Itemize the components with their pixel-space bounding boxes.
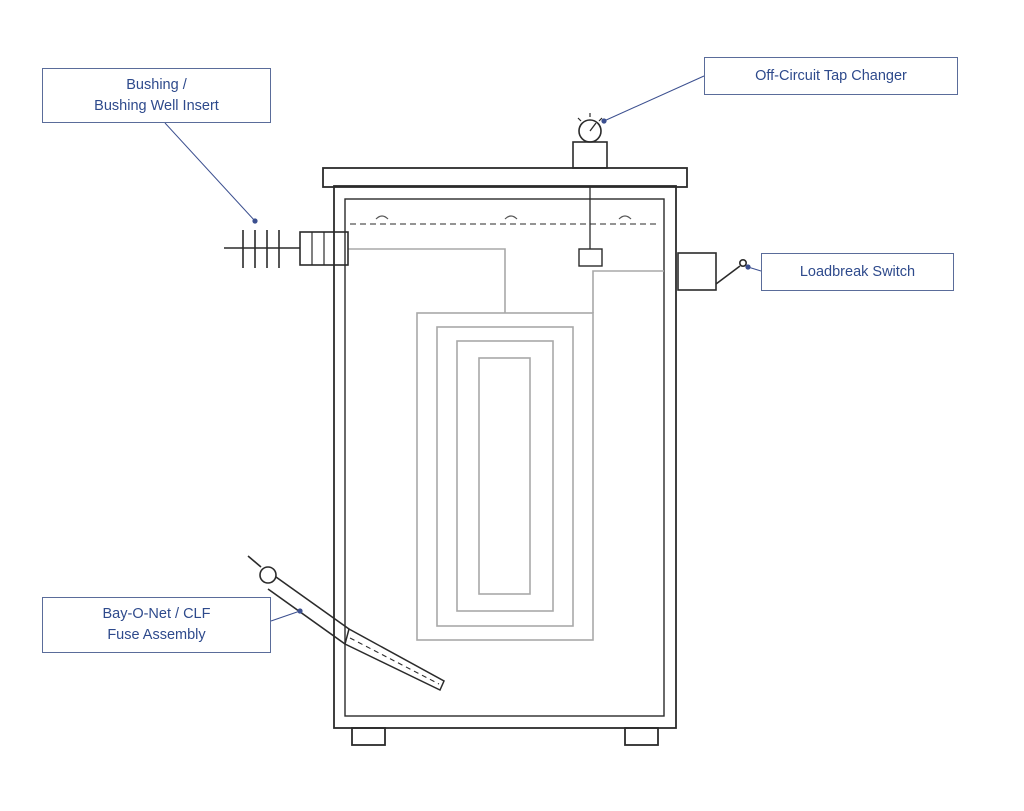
tap-changer-housing bbox=[572, 141, 608, 169]
tank-cover bbox=[322, 167, 688, 188]
core-coil-assembly bbox=[348, 248, 664, 641]
callout-fuse-line1: Bay-O-Net / CLF bbox=[102, 606, 211, 622]
callout-loadbreak-line1: Loadbreak Switch bbox=[799, 263, 916, 280]
loadbreak-switch-handle bbox=[715, 265, 741, 285]
fuse-holder-upper bbox=[275, 576, 350, 630]
secondary-lead bbox=[592, 270, 664, 313]
coil-middle bbox=[436, 326, 574, 627]
leader-bushing bbox=[164, 122, 256, 222]
callout-fuse: Bay-O-Net / CLF Fuse Assembly bbox=[42, 597, 271, 653]
callout-bushing: Bushing / Bushing Well Insert bbox=[42, 68, 271, 123]
fuse-holder-lower bbox=[267, 588, 346, 645]
loadbreak-switch bbox=[677, 252, 747, 291]
oil-ripple-2 bbox=[504, 215, 518, 220]
fuse-cartridge-center bbox=[349, 637, 440, 685]
callout-fuse-line2: Fuse Assembly bbox=[107, 627, 206, 643]
coil-outer bbox=[416, 312, 594, 641]
fuse-assembly bbox=[247, 555, 445, 692]
callout-bushing-line1: Bushing / bbox=[126, 76, 187, 93]
fuse-cartridge bbox=[344, 627, 445, 692]
tap-changer bbox=[572, 113, 608, 267]
leader-dot-tap-changer bbox=[601, 118, 607, 124]
leader-dots bbox=[252, 118, 751, 614]
coil-inner bbox=[456, 340, 554, 612]
bushing bbox=[224, 230, 349, 268]
callout-loadbreak: Loadbreak Switch bbox=[761, 253, 954, 291]
dial-tick-1 bbox=[577, 117, 582, 122]
leader-fuse bbox=[270, 610, 301, 622]
callout-bushing-line2: Bushing Well Insert bbox=[94, 97, 219, 114]
oil-ripple-3 bbox=[618, 215, 632, 220]
oil-ripple-1 bbox=[375, 215, 389, 220]
core-leg bbox=[478, 357, 531, 595]
tap-changer-pointer bbox=[589, 122, 597, 132]
dial-tick-3 bbox=[598, 117, 603, 122]
leader-lines bbox=[164, 75, 762, 622]
transformer-tank bbox=[322, 167, 688, 746]
tank-inner-wall bbox=[344, 198, 665, 717]
tap-changer-contact bbox=[578, 248, 603, 267]
primary-lead bbox=[348, 248, 506, 313]
leader-dot-bushing bbox=[252, 218, 258, 224]
callout-tap-changer-line1: Off-Circuit Tap Changer bbox=[755, 67, 907, 84]
oil-level bbox=[350, 215, 656, 225]
fuse-handle-tip bbox=[247, 555, 262, 568]
callout-tap-changer: Off-Circuit Tap Changer bbox=[704, 57, 958, 95]
tap-changer-dial bbox=[578, 119, 602, 143]
fuse-handle-eye bbox=[259, 566, 277, 584]
loadbreak-switch-knob bbox=[738, 258, 747, 267]
tank-foot-right bbox=[624, 727, 659, 746]
loadbreak-switch-housing bbox=[677, 252, 717, 291]
leader-tap-changer bbox=[603, 75, 705, 122]
tank-outer-wall bbox=[333, 185, 677, 729]
leader-dot-loadbreak bbox=[745, 264, 751, 270]
leader-dot-fuse bbox=[297, 608, 303, 614]
tank-foot-left bbox=[351, 727, 386, 746]
